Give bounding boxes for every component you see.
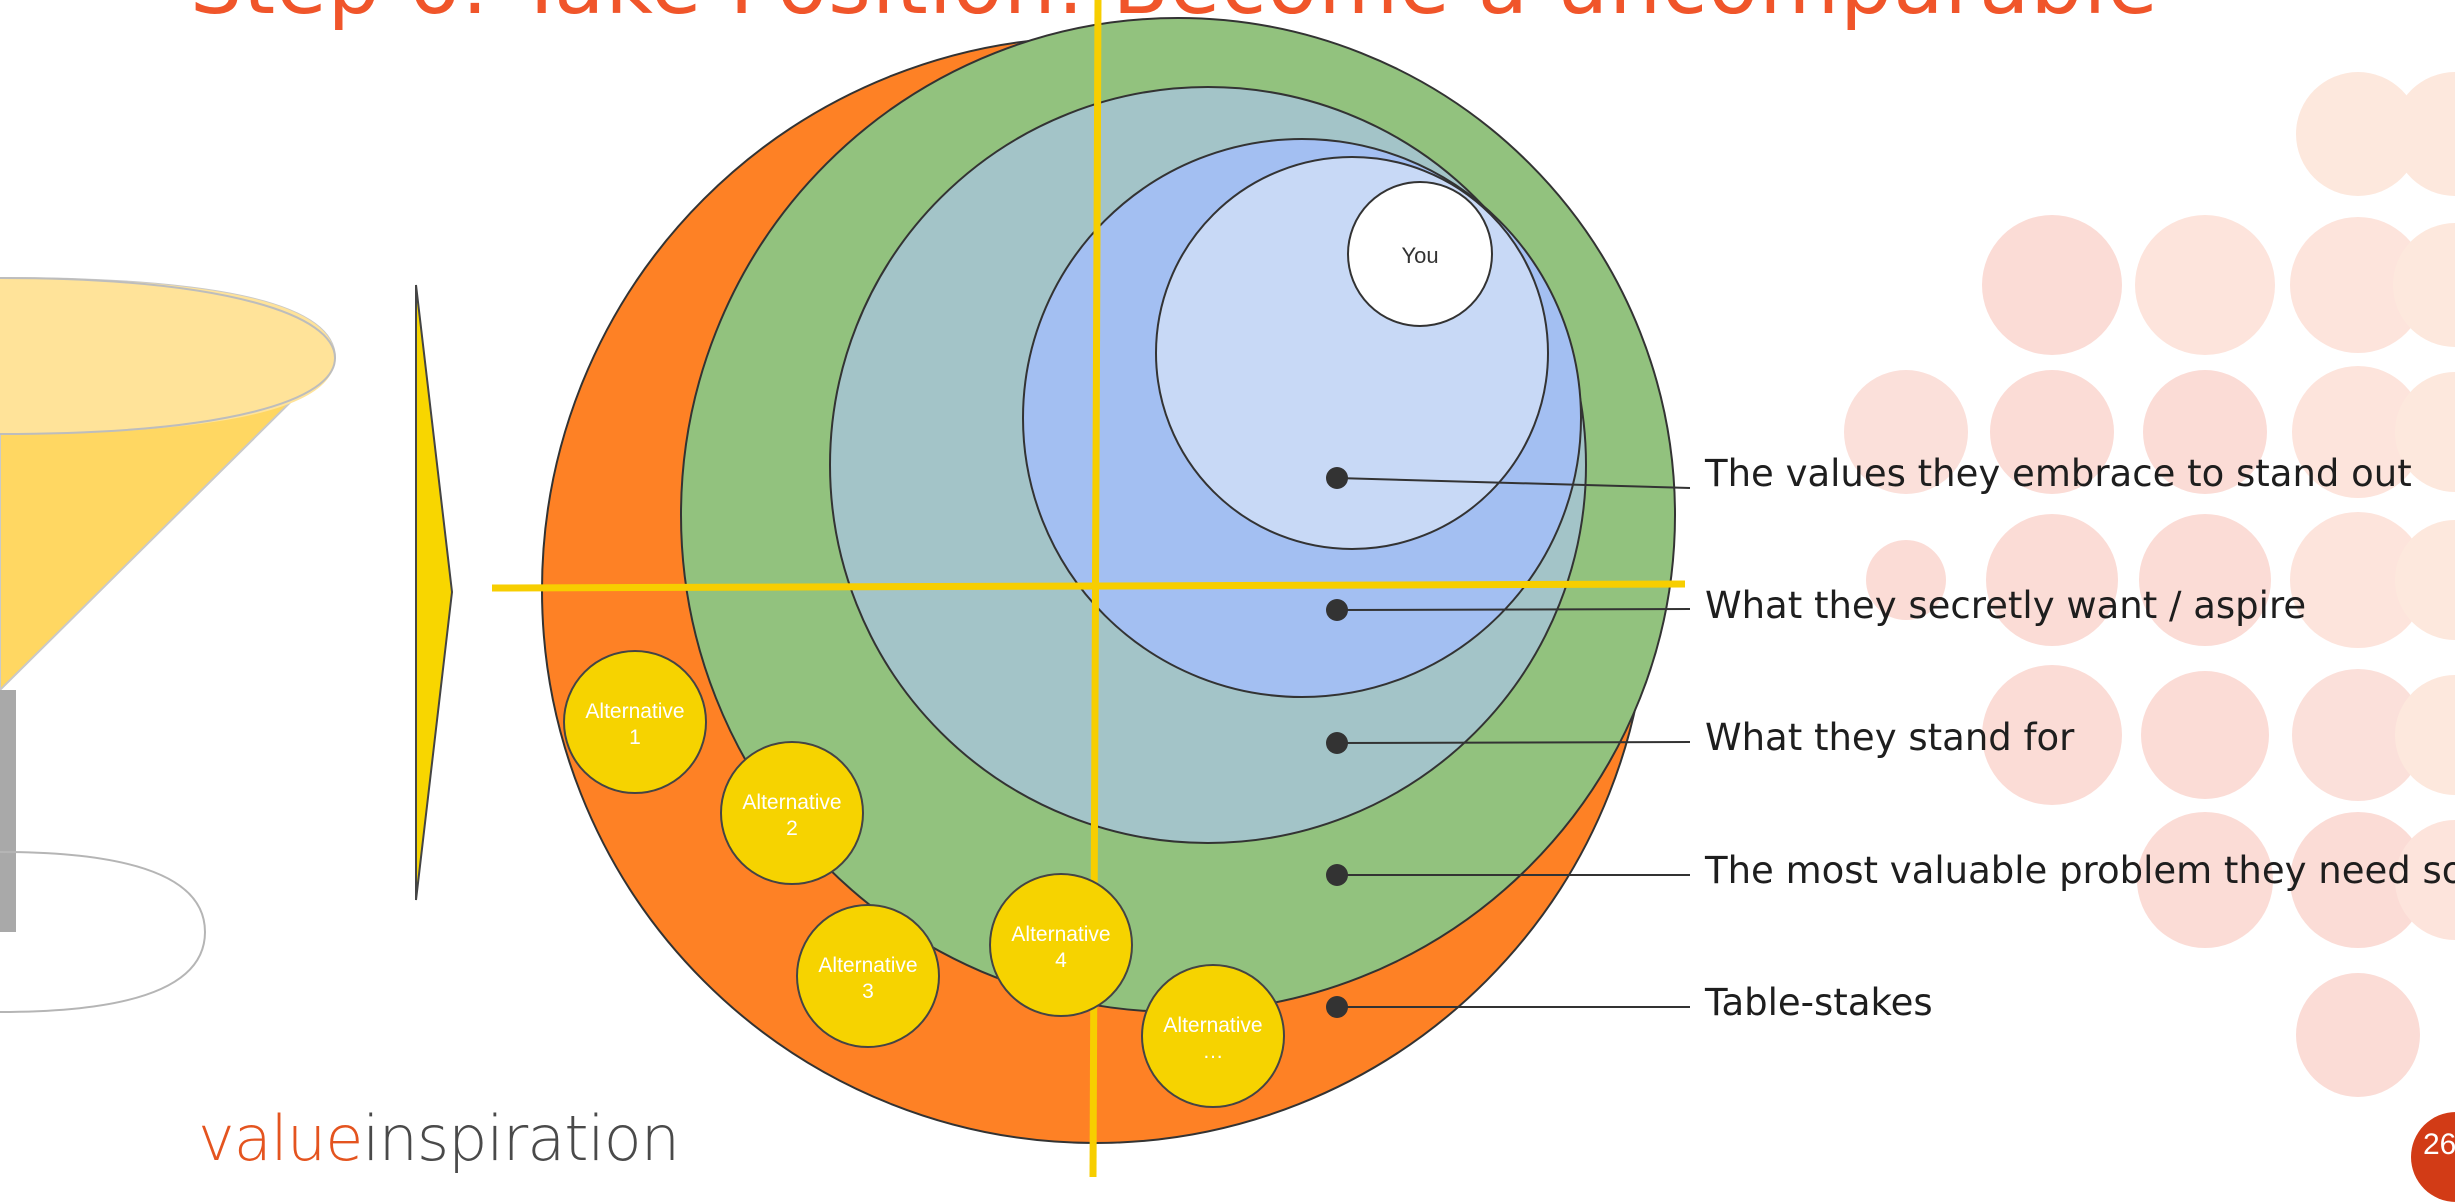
decorative-dot bbox=[1990, 370, 2114, 494]
slide-title: Step 6: Take Position: Become a uncompar… bbox=[190, 0, 2159, 33]
decorative-dot bbox=[2141, 671, 2269, 799]
alternative-label: Alternative bbox=[1011, 923, 1110, 946]
leader-line bbox=[1336, 741, 1691, 744]
alternative-number: 1 bbox=[629, 726, 641, 749]
ring-values-embrace bbox=[1155, 156, 1549, 550]
decorative-dot bbox=[1982, 215, 2122, 355]
alternative-number: … bbox=[1203, 1040, 1224, 1063]
alternative-number: 3 bbox=[862, 980, 874, 1003]
decorative-dot bbox=[2395, 372, 2455, 492]
leader-bullet bbox=[1326, 599, 1348, 621]
label-valuable-problem: The most valuable problem they need solv… bbox=[1705, 849, 2455, 892]
leader-lines bbox=[1326, 467, 1691, 1018]
leader-bullet bbox=[1326, 732, 1348, 754]
alternative-label: Alternative bbox=[818, 954, 917, 977]
decorative-dot bbox=[2395, 520, 2455, 640]
leader-bullet bbox=[1326, 864, 1348, 886]
alternative-2: Alternative 2 bbox=[720, 741, 864, 885]
horizontal-axis bbox=[491, 580, 1686, 592]
decorative-dot bbox=[2292, 669, 2424, 801]
you-node: You bbox=[1347, 181, 1493, 327]
alternative-label: Alternative bbox=[1163, 1014, 1262, 1037]
decorative-dot bbox=[1844, 370, 1968, 494]
decorative-dot bbox=[2292, 366, 2424, 498]
decorative-dot bbox=[2139, 514, 2271, 646]
decorative-dot-pattern bbox=[1844, 72, 2455, 1097]
diagram-canvas: You Alternative1Alternative2Alternative3… bbox=[0, 0, 2455, 1177]
alternative-3: Alternative 3 bbox=[796, 904, 940, 1048]
alternative-label: Alternative bbox=[585, 700, 684, 723]
label-stand-for: What they stand for bbox=[1705, 716, 2075, 759]
decorative-dot bbox=[2137, 812, 2273, 948]
decorative-dot bbox=[2290, 812, 2426, 948]
you-label: You bbox=[1401, 243, 1438, 268]
value-inspiration-logo: valueinspiration bbox=[198, 1102, 680, 1175]
alternative-number: 2 bbox=[786, 817, 798, 840]
label-table-stakes: Table-stakes bbox=[1705, 981, 1933, 1024]
decorative-dot bbox=[2393, 223, 2455, 347]
label-values-embrace: The values they embrace to stand out bbox=[1705, 452, 2412, 495]
decorative-dot bbox=[2395, 675, 2455, 795]
decorative-dot bbox=[1866, 540, 1946, 620]
alternative-1: Alternative 1 bbox=[563, 650, 707, 794]
leader-bullet bbox=[1326, 467, 1348, 489]
decorative-dot bbox=[2393, 72, 2455, 196]
funnel-icon bbox=[0, 276, 337, 1013]
decorative-dot bbox=[2143, 370, 2267, 494]
leader-bullet bbox=[1326, 996, 1348, 1018]
alternative-label: Alternative bbox=[742, 791, 841, 814]
decorative-dot bbox=[2135, 215, 2275, 355]
decorative-dot bbox=[2296, 72, 2420, 196]
leader-line bbox=[1336, 608, 1691, 611]
alternative-number: 4 bbox=[1055, 949, 1067, 972]
decorative-dot bbox=[2395, 820, 2455, 940]
decorative-dot bbox=[1986, 514, 2118, 646]
label-secretly-want: What they secretly want / aspire bbox=[1705, 584, 2307, 627]
decorative-dot bbox=[2290, 512, 2426, 648]
funnel-arrow-icon bbox=[415, 284, 454, 901]
decorative-dot bbox=[2296, 973, 2420, 1097]
decorative-dot bbox=[2290, 217, 2426, 353]
alternative-5: Alternative … bbox=[1141, 964, 1285, 1108]
leader-line bbox=[1336, 477, 1691, 489]
alternative-4: Alternative 4 bbox=[989, 873, 1133, 1017]
alternatives-group: Alternative1Alternative2Alternative3Alte… bbox=[563, 650, 1285, 1108]
decorative-dot bbox=[1982, 665, 2122, 805]
